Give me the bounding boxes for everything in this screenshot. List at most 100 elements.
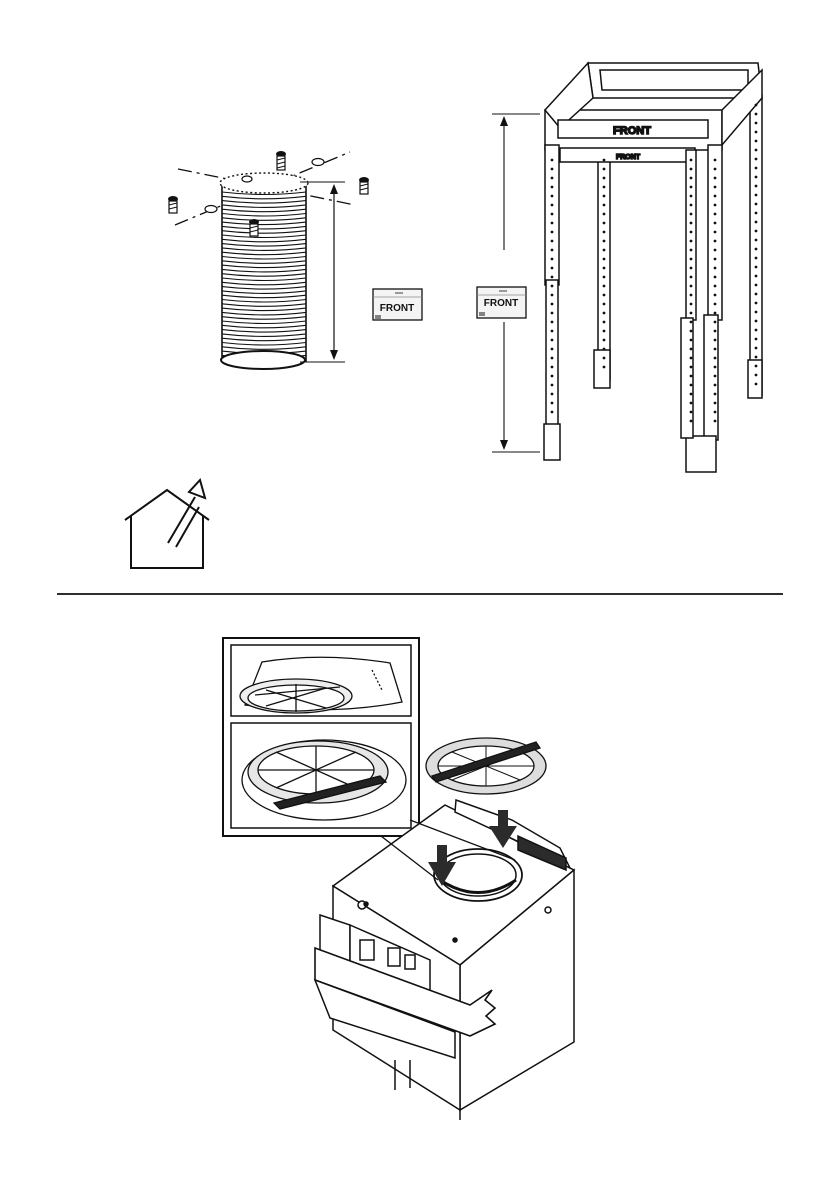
frame-hole [603, 195, 606, 198]
frame-hole [551, 294, 554, 297]
frame-hole [755, 104, 758, 107]
frame-hole [603, 267, 606, 270]
frame-hole [551, 375, 554, 378]
frame-hole [690, 204, 693, 207]
frame-hole [755, 167, 758, 170]
frame-hole [551, 204, 554, 207]
frame-hole [603, 321, 606, 324]
frame-hole [755, 203, 758, 206]
frame-hole [755, 149, 758, 152]
frame-hole [690, 357, 693, 360]
frame-hole [714, 267, 717, 270]
frame-hole [690, 249, 693, 252]
frame-hole [755, 329, 758, 332]
frame-hole [551, 330, 554, 333]
frame-hole [551, 321, 554, 324]
frame-hole [603, 231, 606, 234]
frame-hole [714, 240, 717, 243]
frame-hole [690, 267, 693, 270]
frame-hole [690, 339, 693, 342]
frame-hole [551, 348, 554, 351]
frame-hole [551, 249, 554, 252]
frame-hole [755, 383, 758, 386]
frame-hole [690, 294, 693, 297]
frame-hole [755, 365, 758, 368]
frame-hole [714, 285, 717, 288]
frame-hole [690, 420, 693, 423]
frame-hole [755, 176, 758, 179]
frame-hole [603, 276, 606, 279]
frame-hole [603, 303, 606, 306]
frame-hole [551, 231, 554, 234]
frame-hole [690, 240, 693, 243]
frame-hole [755, 158, 758, 161]
house-vent-icon [125, 480, 209, 568]
frame-hole [755, 347, 758, 350]
frame-hole [755, 239, 758, 242]
frame-hole [755, 311, 758, 314]
frame-hole [714, 312, 717, 315]
frame-hole [603, 204, 606, 207]
frame-hole [690, 195, 693, 198]
screw-icon [276, 151, 286, 170]
frame-hole [551, 258, 554, 261]
frame-hole [551, 213, 554, 216]
frame-hole [690, 330, 693, 333]
frame-hole [714, 204, 717, 207]
frame-hole [755, 113, 758, 116]
frame-hole [690, 231, 693, 234]
frame-hole [714, 249, 717, 252]
frame-hole [714, 393, 717, 396]
frame-hole [690, 393, 693, 396]
frame-hole [603, 168, 606, 171]
frame-hole [755, 248, 758, 251]
screw-icon [359, 177, 369, 194]
frame-hole [755, 257, 758, 260]
frame-hole [690, 285, 693, 288]
frame-hole [551, 402, 554, 405]
front-tag-right: FRONT [477, 287, 526, 318]
frame-hole [755, 284, 758, 287]
frame-hole [714, 276, 717, 279]
frame-hole [714, 195, 717, 198]
frame-hole [755, 356, 758, 359]
frame-hole [714, 384, 717, 387]
frame-hole [690, 213, 693, 216]
frame-hole [690, 177, 693, 180]
frame-cross-label: FRONT [616, 154, 641, 161]
frame-hole [755, 302, 758, 305]
frame-hole [551, 312, 554, 315]
frame-hole [714, 222, 717, 225]
frame-hole [551, 222, 554, 225]
frame-hole [603, 285, 606, 288]
front-tag-left: FRONT [373, 289, 422, 320]
detail-inset [223, 638, 419, 836]
frame-hole [690, 312, 693, 315]
tag-right-label: FRONT [484, 298, 518, 309]
flexible-duct-figure [175, 152, 355, 369]
frame-hole [551, 177, 554, 180]
frame-hole [551, 276, 554, 279]
frame-hole [714, 168, 717, 171]
frame-hole [551, 366, 554, 369]
frame-hole [603, 258, 606, 261]
frame-hole [690, 186, 693, 189]
support-frame-figure: FRONT FRONT [544, 63, 762, 472]
frame-hole [755, 275, 758, 278]
screw-icon [168, 196, 178, 213]
frame-hole [551, 339, 554, 342]
frame-hole [603, 222, 606, 225]
frame-hole [551, 168, 554, 171]
frame-hole [690, 348, 693, 351]
frame-hole [551, 285, 554, 288]
frame-hole [714, 213, 717, 216]
frame-hole [714, 159, 717, 162]
frame-hole [690, 303, 693, 306]
frame-hole [755, 293, 758, 296]
frame-hole [690, 321, 693, 324]
frame-hole [755, 221, 758, 224]
frame-hole [603, 186, 606, 189]
frame-hole [714, 366, 717, 369]
frame-hole [690, 168, 693, 171]
